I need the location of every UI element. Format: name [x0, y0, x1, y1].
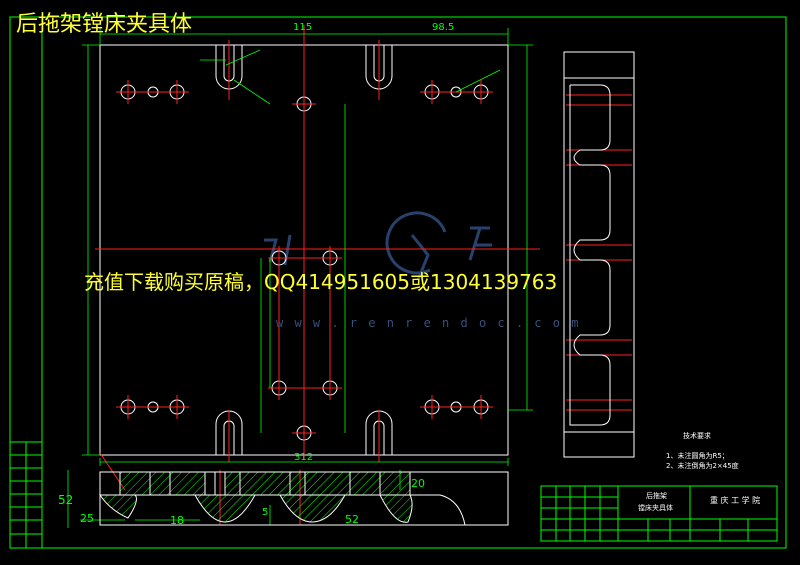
dim-18: 18: [170, 514, 184, 527]
tech-line-1: 1、未注圆角为R5；: [666, 451, 729, 460]
tech-line-2: 2、未注倒角为2×45度: [666, 461, 739, 470]
title-block-texts: 后拖架 镗床夹具体 重 庆 工 学 院: [638, 491, 760, 512]
promo-banner: 充值下载购买原稿，QQ414951605或1304139763: [84, 270, 558, 294]
tech-requirements: 技术要求 1、未注圆角为R5； 2、未注倒角为2×45度: [666, 431, 739, 470]
part-name-line2: 镗床夹具体: [638, 503, 673, 512]
side-view: [563, 51, 635, 458]
dim-5: 5: [262, 507, 268, 518]
dim-20: 20: [411, 477, 425, 490]
tech-heading: 技术要求: [683, 431, 711, 440]
dim-52-left: 52: [58, 493, 73, 507]
drawing-frame: [9, 16, 787, 549]
dim-98-5: 98.5: [432, 22, 454, 33]
title-block: [540, 485, 778, 542]
dim-25: 25: [80, 512, 94, 525]
front-section-view: [99, 471, 509, 526]
watermark-logo: [264, 211, 492, 281]
dimension-lines: [67, 28, 533, 528]
watermark-url: w w w . r e n r e n d o c . c o m: [276, 316, 581, 330]
part-name-line1: 后拖架: [646, 491, 667, 500]
dim-115: 115: [293, 22, 312, 33]
school-name: 重 庆 工 学 院: [710, 495, 760, 505]
dim-52-bottom: 52: [345, 513, 359, 526]
dimension-texts: 115 98.5 312 52 25 18 52 20 5: [58, 22, 454, 527]
drawing-title: 后拖架镗床夹具体: [16, 12, 193, 37]
dim-312: 312: [294, 452, 313, 463]
